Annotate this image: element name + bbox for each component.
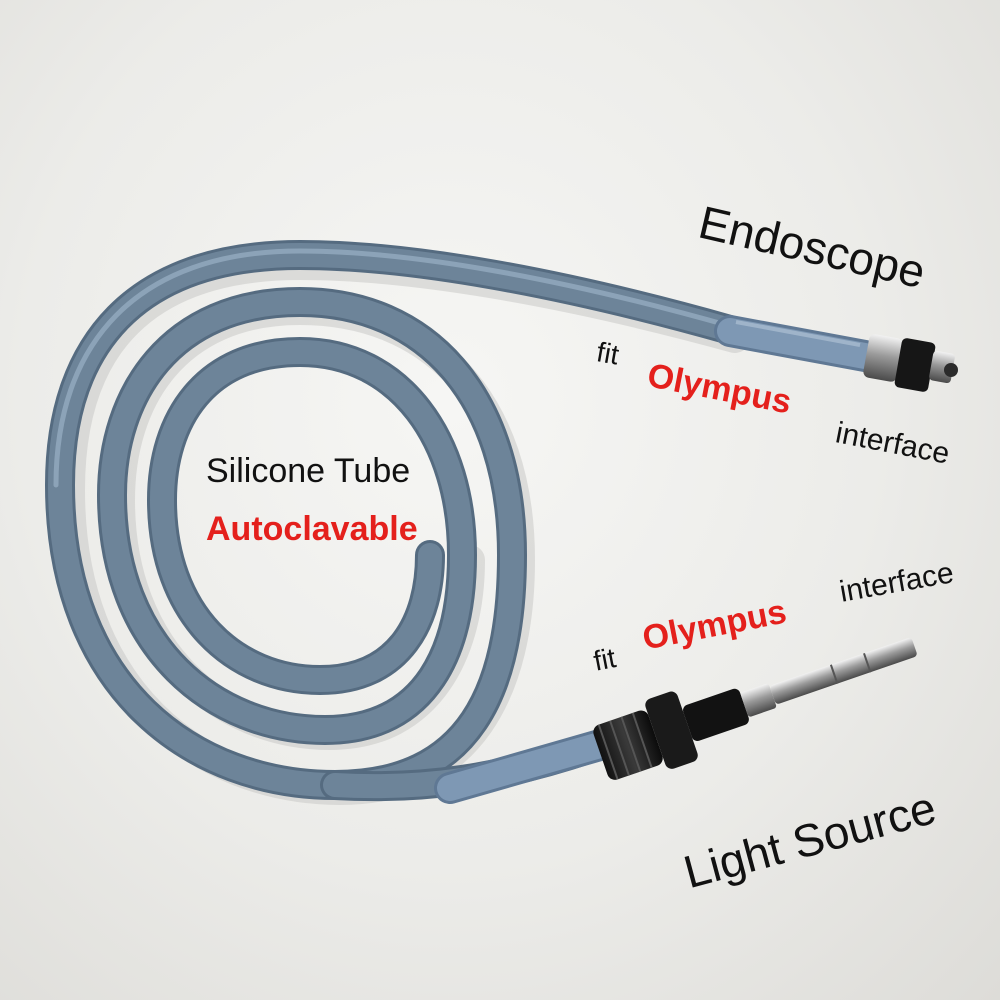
tube-material-label: Silicone Tube xyxy=(206,452,411,490)
endoscope-fit-text: fit xyxy=(594,336,622,371)
light-source-fit-text: fit xyxy=(590,642,619,677)
light-source-connector xyxy=(434,638,917,804)
autoclavable-label: Autoclavable xyxy=(206,510,418,548)
endoscope-connector xyxy=(714,315,958,392)
